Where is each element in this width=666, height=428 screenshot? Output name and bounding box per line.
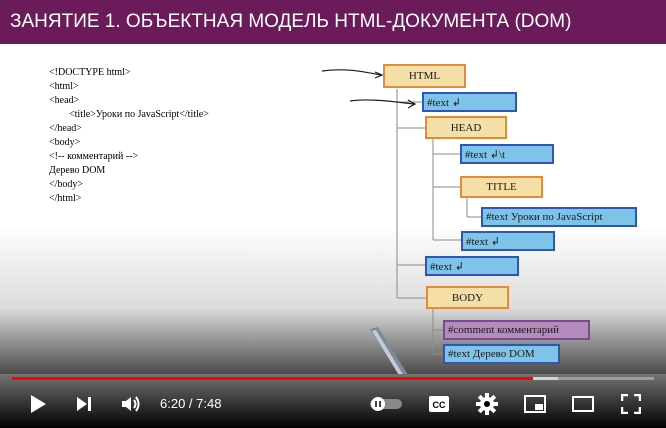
- miniplayer-icon: [524, 395, 546, 413]
- dom-tree-connectors: [321, 69, 481, 374]
- code-line: <!DOCTYPE html>: [49, 67, 131, 78]
- dom-node-head: HEAD: [425, 116, 507, 139]
- time-separator: /: [185, 396, 197, 411]
- code-line: <!-- комментарий -->: [49, 151, 139, 162]
- code-line: </body>: [49, 179, 84, 190]
- code-line: <body>: [49, 137, 81, 148]
- progress-played: [12, 377, 534, 380]
- hand-arrows: [321, 69, 417, 109]
- next-button[interactable]: [70, 390, 98, 418]
- settings-icon: [476, 393, 498, 415]
- pen-icon: [370, 327, 408, 374]
- player-controls: 6:20 / 7:48 CC: [0, 374, 666, 428]
- next-icon: [77, 397, 91, 411]
- code-line: Дерево DOM: [49, 165, 106, 176]
- code-line: <html>: [49, 81, 79, 92]
- progress-bar[interactable]: [12, 377, 654, 380]
- dom-node-body: BODY: [426, 286, 509, 309]
- play-button[interactable]: [24, 390, 52, 418]
- volume-icon: [122, 396, 140, 412]
- code-line: <head>: [49, 95, 80, 106]
- code-line: </html>: [49, 193, 82, 204]
- dom-node-comment: #comment комментарий: [443, 320, 590, 340]
- volume-button[interactable]: [117, 390, 145, 418]
- dom-node-text: #text ↲: [422, 92, 517, 112]
- play-icon: [31, 395, 46, 413]
- theater-mode-button[interactable]: [569, 390, 597, 418]
- autoplay-toggle-icon: [370, 397, 402, 411]
- code-line: </head>: [49, 123, 82, 134]
- slide-title: ЗАНЯТИЕ 1. ОБЪЕКТНАЯ МОДЕЛЬ HTML-ДОКУМЕН…: [0, 0, 666, 44]
- autoplay-toggle[interactable]: [366, 390, 406, 418]
- dom-node-text: #text ↲\t: [460, 144, 554, 164]
- html-code-listing: <!DOCTYPE html> <html> <head> <title>Уро…: [49, 66, 209, 206]
- theater-icon: [572, 396, 594, 412]
- dom-node-title: TITLE: [460, 176, 543, 198]
- subtitles-icon: CC: [429, 396, 449, 412]
- settings-button[interactable]: [473, 390, 501, 418]
- dom-node-text: #text Уроки по JavaScript: [481, 207, 637, 227]
- subtitles-label: CC: [433, 400, 446, 410]
- current-time: 6:20: [160, 396, 186, 411]
- dom-node-text: #text ↲: [461, 231, 555, 251]
- dom-node-text: #text Дерево DOM: [443, 344, 560, 364]
- dom-node-text: #text ↲: [425, 256, 519, 276]
- fullscreen-icon: [621, 394, 641, 414]
- dom-node-html: HTML: [383, 64, 466, 88]
- slide-content: <!DOCTYPE html> <html> <head> <title>Уро…: [0, 44, 666, 374]
- subtitles-button[interactable]: CC: [425, 390, 453, 418]
- time-display: 6:20 / 7:48: [160, 390, 221, 418]
- duration: 7:48: [196, 396, 222, 411]
- miniplayer-button[interactable]: [521, 390, 549, 418]
- fullscreen-button[interactable]: [617, 390, 645, 418]
- code-line: <title>Уроки по JavaScript</title>: [49, 109, 209, 120]
